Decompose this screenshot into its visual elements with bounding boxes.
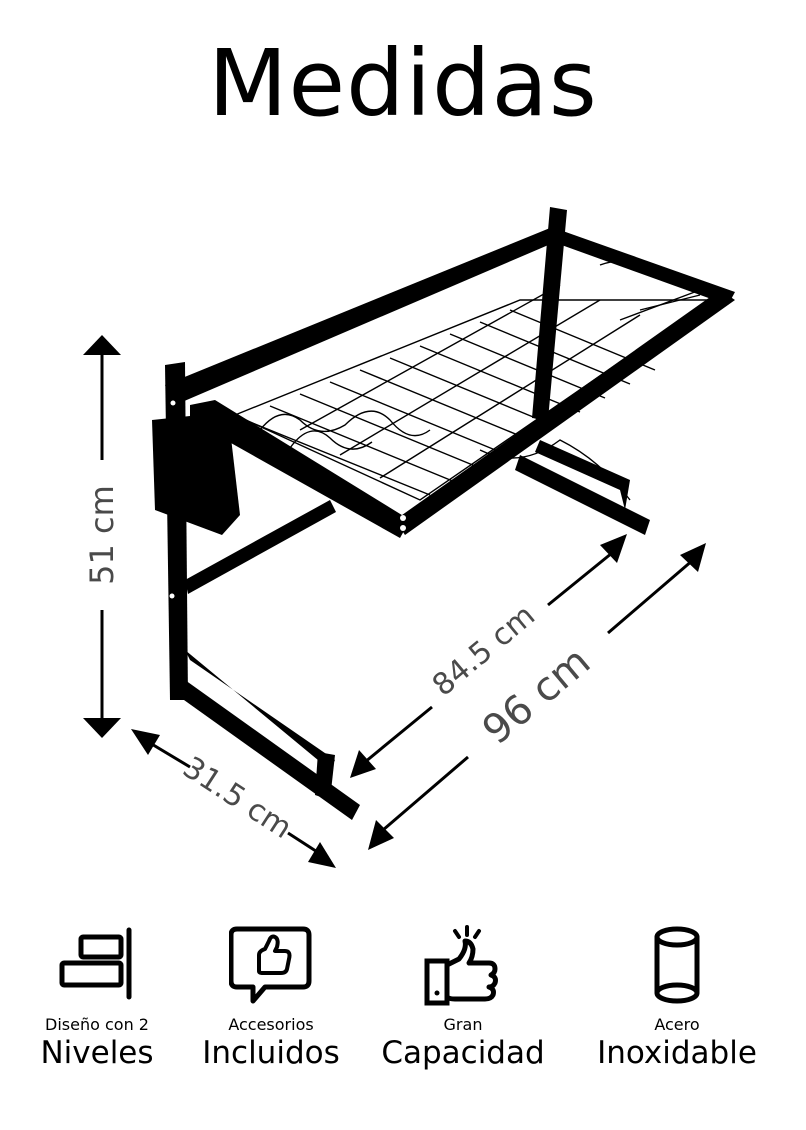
feature-stainless-steel: Acero Inoxidable: [582, 920, 772, 1070]
feature-big-text: Capacidad: [381, 1034, 545, 1071]
feature-two-levels: Diseño con 2 Niveles: [2, 920, 192, 1070]
feature-big-text: Inoxidable: [597, 1034, 757, 1071]
cylinder-icon: [654, 926, 700, 1004]
feature-accessories: Accesorios Incluidos: [176, 920, 366, 1070]
feature-small-text: Gran: [443, 1015, 483, 1034]
thumbs-up-speech-bubble-icon: [229, 926, 312, 1004]
page-title: Medidas: [208, 30, 598, 137]
height-label: 51 cm: [83, 485, 121, 585]
feature-big-text: Incluidos: [202, 1034, 340, 1071]
thumbs-up-sparkle-icon: [424, 925, 498, 1006]
total-width-dimension: 96 cm: [368, 543, 706, 850]
inner-width-dimension: 84.5 cm: [350, 534, 627, 778]
feature-small-text: Diseño con 2: [45, 1015, 149, 1034]
feature-small-text: Accesorios: [228, 1015, 314, 1034]
height-dimension: 51 cm: [83, 335, 121, 738]
product-dimension-diagram: 51 cm 31.5 cm 84.5 cm 96 cm: [0, 180, 806, 900]
depth-dimension: 31.5 cm: [131, 729, 336, 868]
feature-big-text: Niveles: [40, 1034, 154, 1071]
feature-capacity: Gran Capacidad: [368, 920, 558, 1070]
dish-rack-illustration: [152, 207, 735, 820]
feature-list: Diseño con 2 Niveles Accesorios Incluido…: [0, 920, 806, 1110]
two-levels-icon: [59, 927, 132, 1000]
feature-small-text: Acero: [654, 1015, 700, 1034]
